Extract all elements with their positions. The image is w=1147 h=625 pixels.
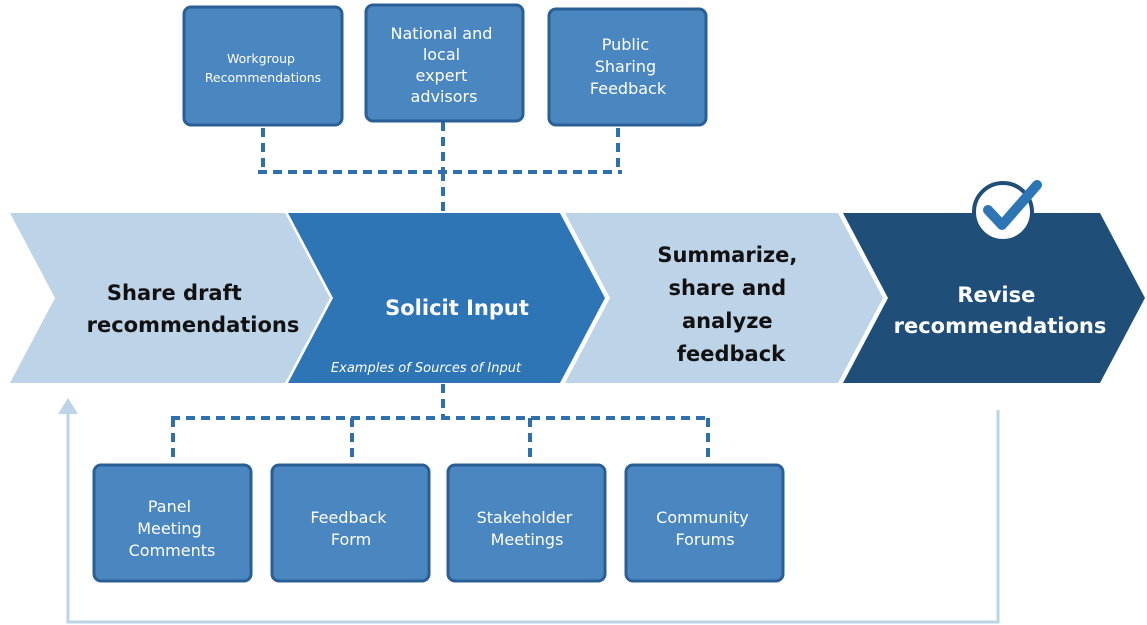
check-circle-ring bbox=[972, 181, 1034, 243]
process-steps bbox=[10, 213, 1145, 383]
step-1-share-draft bbox=[10, 213, 330, 383]
bottom-source-boxes: Panel Meeting Comments Feedback Form Sta… bbox=[92, 463, 785, 583]
step-4-revise bbox=[843, 213, 1145, 383]
step-3-label: Summarize, share and analyze feedback bbox=[657, 243, 804, 366]
top-source-box-1 bbox=[182, 5, 344, 127]
top-source-box-3 bbox=[547, 7, 708, 127]
top-source-box-2 bbox=[364, 3, 525, 123]
bottom-source-4-line-1: Community bbox=[656, 508, 749, 527]
top-source-label-1: Workgroup Recommendations bbox=[205, 51, 321, 85]
return-loop-arrowhead bbox=[58, 398, 78, 414]
step-2-solicit-input bbox=[288, 213, 605, 383]
step-2-label: Solicit Input bbox=[385, 296, 529, 320]
top-source-3-line-2: Sharing bbox=[595, 57, 656, 76]
step-3-summarize bbox=[565, 213, 883, 383]
top-source-2-line-3: expert bbox=[416, 66, 468, 85]
top-source-2-line-1: National and bbox=[391, 24, 493, 43]
bottom-source-4-line-2: Forums bbox=[675, 530, 734, 549]
step-2-line-1: Solicit Input bbox=[385, 296, 529, 320]
top-source-2-line-2: local bbox=[423, 45, 460, 64]
check-mark bbox=[983, 180, 1042, 230]
step-1-line-2: recommendations bbox=[87, 313, 300, 337]
top-source-label-2: National and local expert advisors bbox=[391, 24, 498, 106]
bottom-source-1-line-1: Panel bbox=[148, 497, 191, 516]
step-4-line-2: recommendations bbox=[894, 314, 1107, 338]
step-3-line-4: feedback bbox=[677, 342, 786, 366]
top-source-3-line-3: Feedback bbox=[590, 79, 667, 98]
bottom-source-label-2: Feedback Form bbox=[310, 508, 391, 549]
sources-caption: Examples of Sources of Input bbox=[331, 361, 522, 376]
return-loop bbox=[58, 398, 1000, 624]
return-loop-line bbox=[66, 402, 1000, 624]
bottom-source-3-line-2: Meetings bbox=[491, 530, 564, 549]
bottom-source-box-3 bbox=[446, 463, 607, 583]
top-source-1-line-2: Recommendations bbox=[205, 70, 321, 85]
bottom-source-2-line-2: Form bbox=[331, 530, 371, 549]
bottom-source-2-line-1: Feedback bbox=[310, 508, 387, 527]
bottom-source-box-2 bbox=[270, 463, 431, 583]
bottom-source-box-4 bbox=[624, 463, 785, 583]
bottom-source-3-line-1: Stakeholder bbox=[477, 508, 573, 527]
bottom-connectors bbox=[171, 384, 710, 462]
top-connectors bbox=[258, 122, 622, 212]
step-3-line-1: Summarize, bbox=[657, 243, 797, 267]
step-4-line-1: Revise bbox=[957, 283, 1035, 307]
top-source-3-line-1: Public bbox=[602, 35, 649, 54]
top-source-2-line-4: advisors bbox=[411, 87, 478, 106]
bottom-source-label-1: Panel Meeting Comments bbox=[129, 497, 216, 560]
top-source-boxes: Workgroup Recommendations National and l… bbox=[182, 3, 708, 127]
bottom-source-1-line-2: Meeting bbox=[137, 519, 202, 538]
bottom-source-1-line-3: Comments bbox=[129, 541, 216, 560]
step-3-line-2: share and bbox=[669, 276, 787, 300]
top-source-1-line-1: Workgroup bbox=[227, 51, 295, 66]
top-source-label-3: Public Sharing Feedback bbox=[590, 35, 667, 98]
step-1-line-1: Share draft bbox=[107, 281, 242, 305]
bottom-source-label-3: Stakeholder Meetings bbox=[477, 508, 578, 549]
step-1-label: Share draft recommendations bbox=[87, 281, 300, 337]
bottom-source-box-1 bbox=[92, 463, 253, 583]
step-3-line-3: analyze bbox=[682, 309, 773, 333]
check-circle-icon bbox=[972, 180, 1042, 243]
bottom-source-label-4: Community Forums bbox=[656, 508, 754, 549]
step-4-label: Revise recommendations bbox=[894, 283, 1107, 338]
